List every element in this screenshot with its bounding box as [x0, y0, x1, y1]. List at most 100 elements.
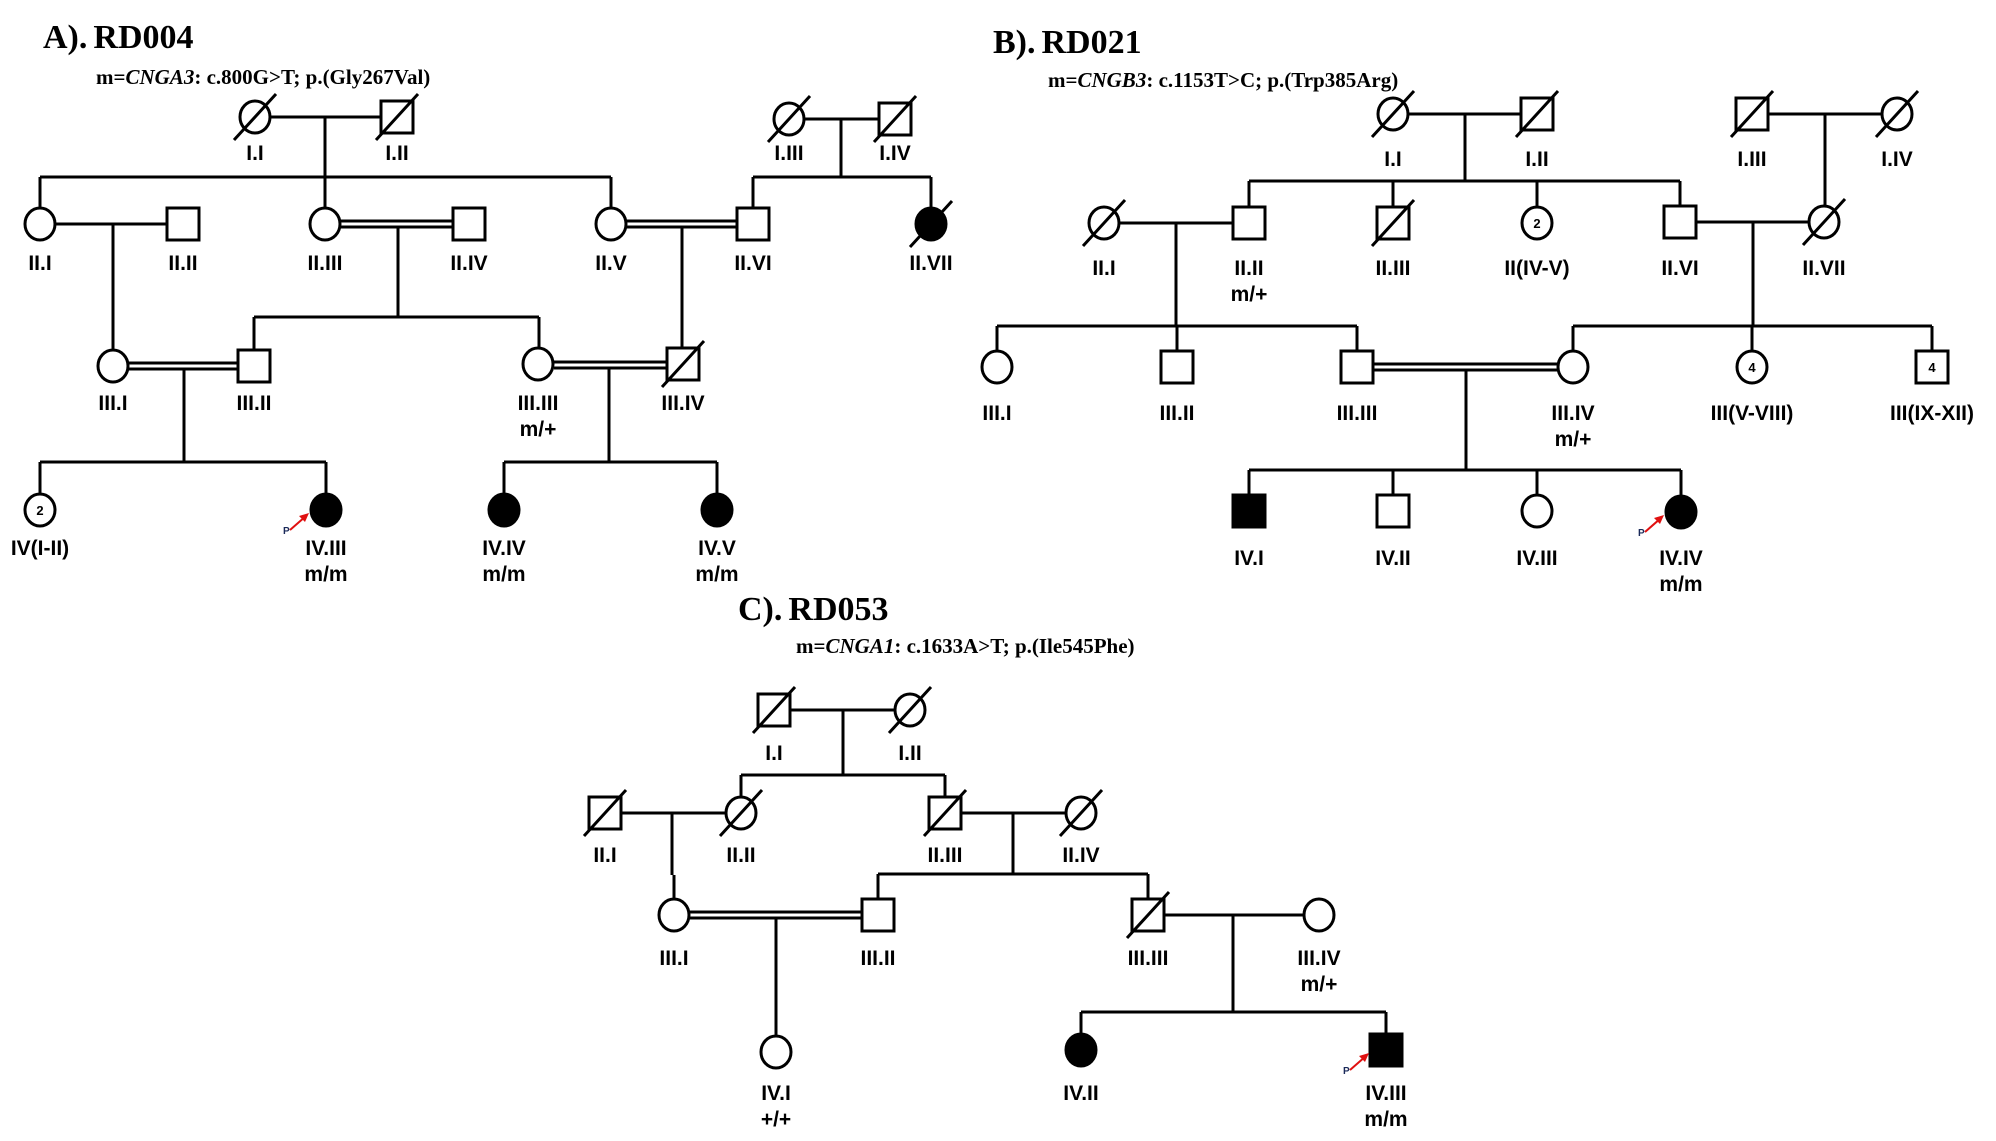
female-circle-icon: [308, 206, 342, 242]
female-circle-icon: [521, 346, 555, 382]
panel-c-title: C).RD053: [738, 591, 889, 628]
individual-label: III.IV: [1297, 947, 1340, 970]
deceased-slash-icon: [887, 685, 933, 735]
female-circle-icon: [1735, 349, 1769, 385]
individual-label: II.VI: [734, 252, 771, 275]
male-square-icon: [1662, 204, 1698, 240]
panel-a-title: A).RD004: [43, 19, 194, 56]
individual-label: IV.V: [698, 537, 736, 560]
male-square-icon: [451, 206, 487, 242]
individual-b-ii-vi: II.VI: [1661, 204, 1699, 280]
female-circle-icon: [1302, 897, 1336, 933]
individual-label: I.IV: [1881, 148, 1913, 171]
deceased-slash-icon: [1081, 198, 1127, 248]
pedigree-lines: [38, 112, 1934, 1036]
individual-label: III.I: [982, 402, 1011, 425]
individual-b-iv-i: IV.I: [1231, 493, 1267, 570]
female-circle-icon: [1520, 205, 1554, 241]
genotype-label: m/+: [520, 418, 557, 441]
individual-b-i-iii: I.III: [1729, 89, 1775, 171]
individual-c-ii-i: II.I: [582, 788, 628, 867]
individual-a-i-iv: I.IV: [872, 94, 918, 165]
individual-a-ii-v: II.V: [594, 206, 628, 275]
individual-label: II.I: [593, 844, 616, 867]
proband-arrow-icon: P: [1343, 1053, 1369, 1077]
individual-label: III.IV: [1551, 402, 1594, 425]
female-circle-icon: [1664, 494, 1698, 530]
individual-b-iii-ii: III.II: [1159, 349, 1195, 425]
individual-b-iii-i: III.I: [980, 349, 1014, 425]
deceased-slash-icon: [660, 339, 706, 389]
individual-label: III.II: [236, 392, 271, 415]
individual-b-ii-i: II.I: [1081, 198, 1127, 280]
individual-label: II.II: [1234, 257, 1263, 280]
individual-label: IV(I-II): [11, 537, 69, 560]
female-circle-icon: [309, 492, 343, 528]
female-circle-icon: [1064, 1032, 1098, 1068]
individual-c-i-i: I.I: [751, 685, 797, 765]
individual-a-iv-iv: IV.IVm/m: [482, 492, 526, 586]
deceased-slash-icon: [232, 92, 278, 142]
sibling-count: 4: [1928, 360, 1936, 375]
individual-label: I.I: [1384, 148, 1402, 171]
deceased-slash-icon: [908, 199, 954, 249]
individual-b-ii-iv-v-: 2II(IV-V): [1504, 205, 1570, 280]
deceased-slash-icon: [1125, 890, 1171, 940]
individual-b-iii-iii: III.III: [1337, 349, 1377, 425]
individual-label: II.I: [1092, 257, 1115, 280]
individual-label: II.III: [927, 844, 962, 867]
male-square-icon: [1368, 1032, 1404, 1068]
deceased-slash-icon: [922, 788, 968, 838]
individual-a-ii-iii: II.III: [307, 206, 343, 275]
individual-b-iii-iv: III.IVm/+: [1551, 349, 1595, 451]
individual-c-iii-iii: III.III: [1125, 890, 1171, 970]
panel-b-title: B).RD021: [993, 24, 1142, 61]
individual-label: IV.III: [1516, 547, 1557, 570]
male-square-icon: [1375, 493, 1411, 529]
individual-c-iii-iv: III.IVm/+: [1297, 897, 1341, 996]
individual-b-iv-iv: IV.IVm/mP: [1638, 494, 1703, 596]
genotype-label: m/m: [1659, 573, 1702, 596]
proband-arrow-head: [1359, 1053, 1369, 1062]
individual-label: I.I: [765, 742, 783, 765]
deceased-slash-icon: [1370, 198, 1416, 248]
male-square-icon: [860, 897, 896, 933]
individual-c-iv-ii: IV.II: [1063, 1032, 1099, 1105]
individual-a-ii-vi: II.VI: [734, 206, 772, 275]
individual-label: III.IV: [661, 392, 704, 415]
individual-label: I.III: [774, 142, 803, 165]
individual-c-ii-iv: II.IV: [1058, 788, 1104, 867]
sibling-count: 2: [36, 503, 43, 518]
individual-label: III.II: [1159, 402, 1194, 425]
male-square-icon: [1339, 349, 1375, 385]
panel-b-mutation: m=CNGB3: c.1153T>C; p.(Trp385Arg): [1048, 68, 1398, 92]
individual-label: II.III: [307, 252, 342, 275]
individual-a-ii-i: II.I: [23, 206, 57, 275]
individual-label: II.VII: [1802, 257, 1845, 280]
individual-label: IV.I: [1234, 547, 1264, 570]
panel-a-mutation: m=CNGA3: c.800G>T; p.(Gly267Val): [96, 65, 430, 89]
individual-b-ii-vii: II.VII: [1801, 197, 1847, 280]
female-circle-icon: [657, 897, 691, 933]
sibling-count: 4: [1748, 360, 1756, 375]
individual-c-ii-ii: II.II: [718, 788, 764, 867]
female-circle-icon: [980, 349, 1014, 385]
individual-c-iv-i: IV.I+/+: [759, 1034, 793, 1131]
individual-b-ii-ii: II.IIm/+: [1231, 205, 1267, 306]
individual-a-i-iii: I.III: [766, 94, 812, 165]
proband-marker: P: [283, 526, 290, 537]
male-square-icon: [735, 206, 771, 242]
deceased-slash-icon: [872, 94, 918, 144]
individual-label: II.VII: [909, 252, 952, 275]
panel-b-header: B).RD021 m=CNGB3: c.1153T>C; p.(Trp385Ar…: [993, 24, 1398, 92]
individual-label: III(V-VIII): [1711, 402, 1794, 425]
individual-label: II.I: [28, 252, 51, 275]
individual-a-iii-i: III.I: [96, 348, 130, 415]
panel-a-header: A).RD004 m=CNGA3: c.800G>T; p.(Gly267Val…: [43, 19, 430, 89]
individual-label: II.V: [595, 252, 627, 275]
genotype-label: m/m: [482, 563, 525, 586]
individual-label: III.II: [860, 947, 895, 970]
